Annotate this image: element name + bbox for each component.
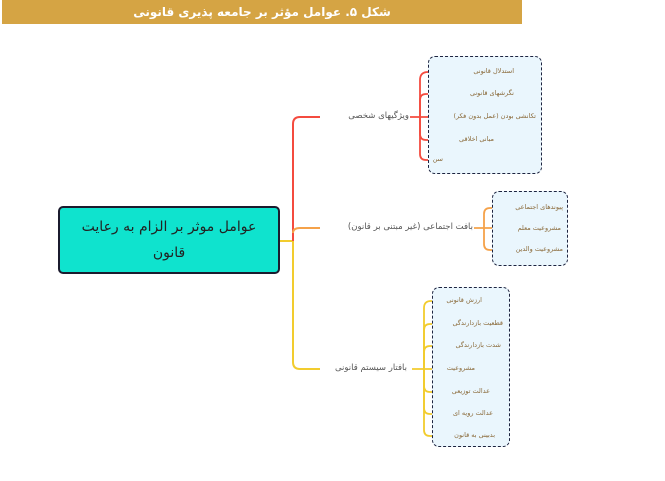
leaf-item[interactable]: مبانی اخلاقی [459, 135, 494, 143]
leaf-item[interactable]: مشروعیت [446, 364, 475, 372]
leaf-group-personal [428, 56, 542, 174]
leaf-item[interactable]: سن [432, 155, 443, 163]
leaf-item[interactable]: قطعیت بازدارندگی [452, 319, 504, 327]
leaf-item[interactable]: مشروعیت معلم [517, 224, 561, 232]
leaf-item[interactable]: نگرشهای قانونی [469, 89, 514, 97]
leaf-item[interactable]: ارزش قانونی [446, 296, 482, 304]
branch-legal-system-context[interactable]: بافتار سیستم قانونی [334, 363, 407, 373]
central-topic-label: عوامل موثر بر الزام به رعایت قانون [81, 219, 257, 261]
leaf-item[interactable]: بدبینی به قانون [454, 431, 495, 439]
leaf-group-social [492, 191, 568, 266]
leaf-item[interactable]: پیوندهای اجتماعی [515, 203, 563, 211]
figure-title: شکل ۵. عوامل مؤثر بر جامعه پذیری قانونی [2, 0, 522, 24]
leaf-item[interactable]: مشروعیت والدین [515, 245, 563, 253]
leaf-item[interactable]: عدالت توزیعی [451, 387, 490, 395]
central-topic[interactable]: عوامل موثر بر الزام به رعایت قانون [58, 206, 280, 274]
leaf-item[interactable]: استدلال قانونی [473, 67, 514, 75]
branch-social-context[interactable]: بافت اجتماعی (غیر مبتنی بر قانون) [347, 222, 473, 232]
leaf-group-legal [432, 287, 510, 447]
leaf-item[interactable]: عدالت رویه ای [452, 409, 493, 417]
branch-personal-traits[interactable]: ویژگیهای شخصی [348, 111, 409, 121]
leaf-item[interactable]: شدت بازدارندگی [455, 341, 501, 349]
leaf-item[interactable]: تکانشی بودن (عمل بدون فکر) [453, 112, 536, 120]
